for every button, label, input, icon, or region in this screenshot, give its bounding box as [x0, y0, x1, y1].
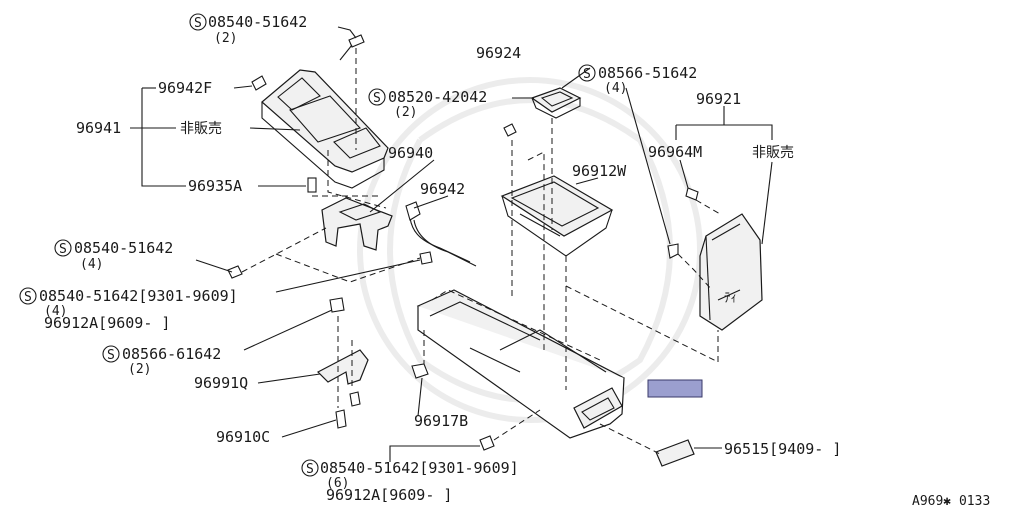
- label-96515[interactable]: 96515[9409- ]: [724, 440, 841, 458]
- label-96964M[interactable]: 96964M: [648, 143, 702, 161]
- label-96917B[interactable]: 96917B: [414, 412, 468, 430]
- label-screw-top-qty: (2): [214, 31, 237, 46]
- label-96942[interactable]: 96942: [420, 180, 465, 198]
- label-screw-08566-top[interactable]: 08566-51642: [598, 64, 697, 82]
- label-screw-08520[interactable]: 08520-42042: [388, 88, 487, 106]
- box-part[interactable]: [500, 175, 614, 257]
- shift-finisher-panel[interactable]: [261, 69, 389, 189]
- label-96912W[interactable]: 96912W: [572, 162, 627, 180]
- label-96940[interactable]: 96940: [388, 144, 433, 162]
- label-96991Q[interactable]: 96991Q: [194, 374, 248, 392]
- label-screw-top[interactable]: 08540-51642: [208, 13, 307, 31]
- screw-top[interactable]: [339, 34, 365, 61]
- label-screw-61642-qty: (2): [128, 362, 151, 377]
- label-96910C[interactable]: 96910C: [216, 428, 270, 446]
- label-96924[interactable]: 96924: [476, 44, 521, 62]
- svg-text:S: S: [24, 290, 32, 305]
- label-screw-left-qty: (4): [80, 257, 103, 272]
- label-96941[interactable]: 96941: [76, 119, 121, 137]
- watermark: [357, 77, 703, 423]
- leader-lines: [130, 26, 773, 462]
- label-screw-08566-top-qty: (4): [604, 81, 627, 96]
- svg-text:S: S: [107, 348, 115, 363]
- label-screw-61642[interactable]: 08566-61642: [122, 345, 221, 363]
- screw-symbols: S S S S S S S: [19, 13, 596, 477]
- assembly-guide-lines: [241, 48, 721, 455]
- rear-clip-part[interactable]: [685, 187, 699, 201]
- label-screw-08520-qty: (2): [394, 105, 417, 120]
- label-screw-bottom-qty: (6): [326, 476, 349, 491]
- label-96942F[interactable]: 96942F: [158, 79, 212, 97]
- console-body[interactable]: [416, 289, 625, 439]
- label-screw-mid-qty: (4): [44, 304, 67, 319]
- highlight-box[interactable]: [647, 379, 703, 398]
- label-96941-note: 非販売: [180, 121, 222, 137]
- svg-text:S: S: [306, 462, 314, 477]
- label-96912A-mid[interactable]: 96912A[9609- ]: [44, 314, 170, 332]
- rear-cover-part[interactable]: ﾃｨ: [699, 213, 763, 331]
- label-screw-bottom[interactable]: 08540-51642[9301-9609]: [320, 459, 519, 477]
- part-labels: 08540-51642 (2) 96942F 96941 非販売 96935A …: [39, 13, 990, 509]
- label-screw-left[interactable]: 08540-51642: [74, 239, 173, 257]
- indicator-part[interactable]: [321, 197, 393, 251]
- clip-part[interactable]: [251, 75, 267, 91]
- label-screw-mid[interactable]: 08540-51642[9301-9609]: [39, 287, 238, 305]
- svg-text:S: S: [194, 16, 202, 31]
- bracket-part[interactable]: [316, 349, 369, 385]
- harness-part[interactable]: [405, 201, 477, 267]
- svg-text:ﾃｨ: ﾃｨ: [724, 291, 737, 306]
- screw-parts[interactable]: [227, 123, 679, 451]
- lamp-part[interactable]: [655, 439, 695, 467]
- label-96921[interactable]: 96921: [696, 90, 741, 108]
- cup-part[interactable]: [530, 87, 582, 119]
- small-clip-part[interactable]: [307, 177, 317, 193]
- svg-text:S: S: [373, 91, 381, 106]
- label-96921-note: 非販売: [752, 145, 794, 161]
- label-96935A[interactable]: 96935A: [188, 177, 242, 195]
- svg-text:S: S: [59, 242, 67, 257]
- label-96912A-bottom[interactable]: 96912A[9609- ]: [326, 486, 452, 504]
- diagram-code: A969✱ 0133: [912, 494, 990, 509]
- svg-text:S: S: [583, 67, 591, 82]
- grommet-part[interactable]: [411, 363, 429, 379]
